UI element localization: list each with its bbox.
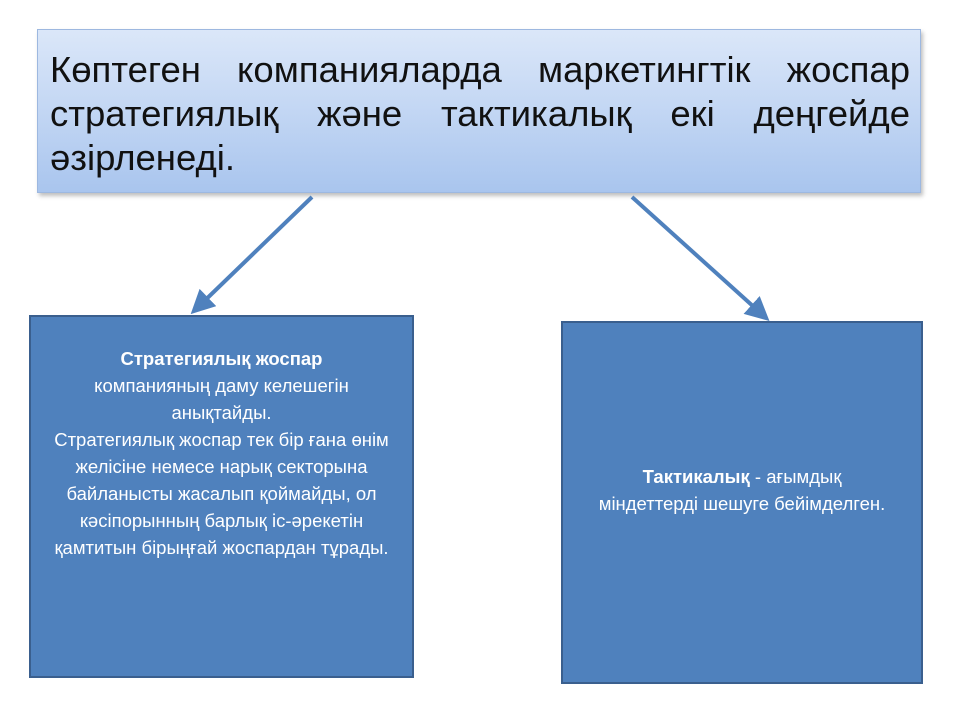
strategic-plan-title-line: Стратегиялық жоспар (43, 345, 400, 372)
tactical-plan-title: Тактикалық (642, 466, 750, 487)
strategic-plan-box: Стратегиялық жоспар компанияның даму кел… (29, 315, 414, 678)
tactical-plan-box: Тактикалық - ағымдық міндеттерді шешуге … (561, 321, 923, 684)
arrow-left (190, 195, 314, 315)
tactical-plan-paragraph: Тактикалық - ағымдық міндеттерді шешуге … (591, 463, 893, 517)
strategic-plan-line2: Стратегиялық жоспар тек бір ғана өнім же… (54, 429, 389, 558)
arrow-right (630, 195, 770, 322)
tactical-plan-text: - ағымдық міндеттерді шешуге бейімделген… (598, 466, 886, 514)
header-box: Көптеген компанияларда маркетингтік жосп… (37, 29, 921, 193)
strategic-plan-line1: компанияның даму келешегін анықтайды. (94, 375, 349, 423)
header-text: Көптеген компанияларда маркетингтік жосп… (50, 49, 910, 178)
strategic-plan-title: Стратегиялық жоспар (120, 348, 323, 369)
